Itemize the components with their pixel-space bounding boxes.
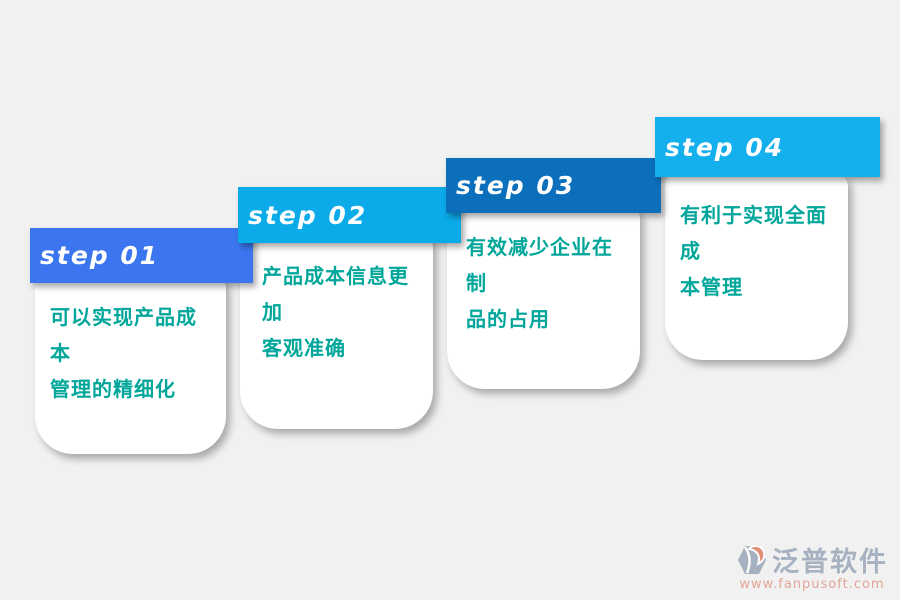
step-1-label: step 01 (40, 241, 160, 270)
step-1-text-line-1: 可以实现产品成本 (50, 307, 197, 365)
step-2-label: step 02 (248, 200, 368, 230)
step-4-header-band: step 04 (655, 117, 880, 177)
step-3-text-line-1: 有效减少企业在制 (466, 237, 613, 295)
step-2-header-band: step 02 (238, 187, 461, 243)
step-3-header-band: step 03 (446, 158, 661, 213)
step-3-card: 有效减少企业在制 品的占用 (447, 206, 640, 389)
step-4-text-line-1: 有利于实现全面成 (680, 205, 827, 263)
step-4-text-line-2: 本管理 (680, 277, 743, 299)
step-4-label: step 04 (665, 132, 785, 162)
brand-watermark: 泛普软件 www.fanpusoft.com (736, 540, 888, 592)
step-1-header-band: step 01 (30, 228, 253, 283)
step-2-text-line-2: 客观准确 (262, 338, 346, 360)
fanpu-logo-icon (738, 544, 766, 574)
step-1-text: 可以实现产品成本 管理的精细化 (50, 300, 214, 408)
step-2-text-line-1: 产品成本信息更加 (262, 266, 409, 324)
brand-name: 泛普软件 (772, 547, 888, 577)
step-2-text: 产品成本信息更加 客观准确 (262, 259, 421, 367)
step-1-card: 可以实现产品成本 管理的精细化 (35, 276, 226, 454)
step-1-text-line-2: 管理的精细化 (50, 379, 176, 401)
step-3-label: step 03 (456, 171, 576, 200)
step-4-text: 有利于实现全面成 本管理 (680, 198, 836, 306)
step-3-text: 有效减少企业在制 品的占用 (466, 230, 628, 338)
step-2-card: 产品成本信息更加 客观准确 (240, 235, 433, 429)
step-4-card: 有利于实现全面成 本管理 (665, 174, 848, 360)
brand-url: www.fanpusoft.com (739, 577, 885, 592)
step-3-text-line-2: 品的占用 (466, 309, 550, 331)
